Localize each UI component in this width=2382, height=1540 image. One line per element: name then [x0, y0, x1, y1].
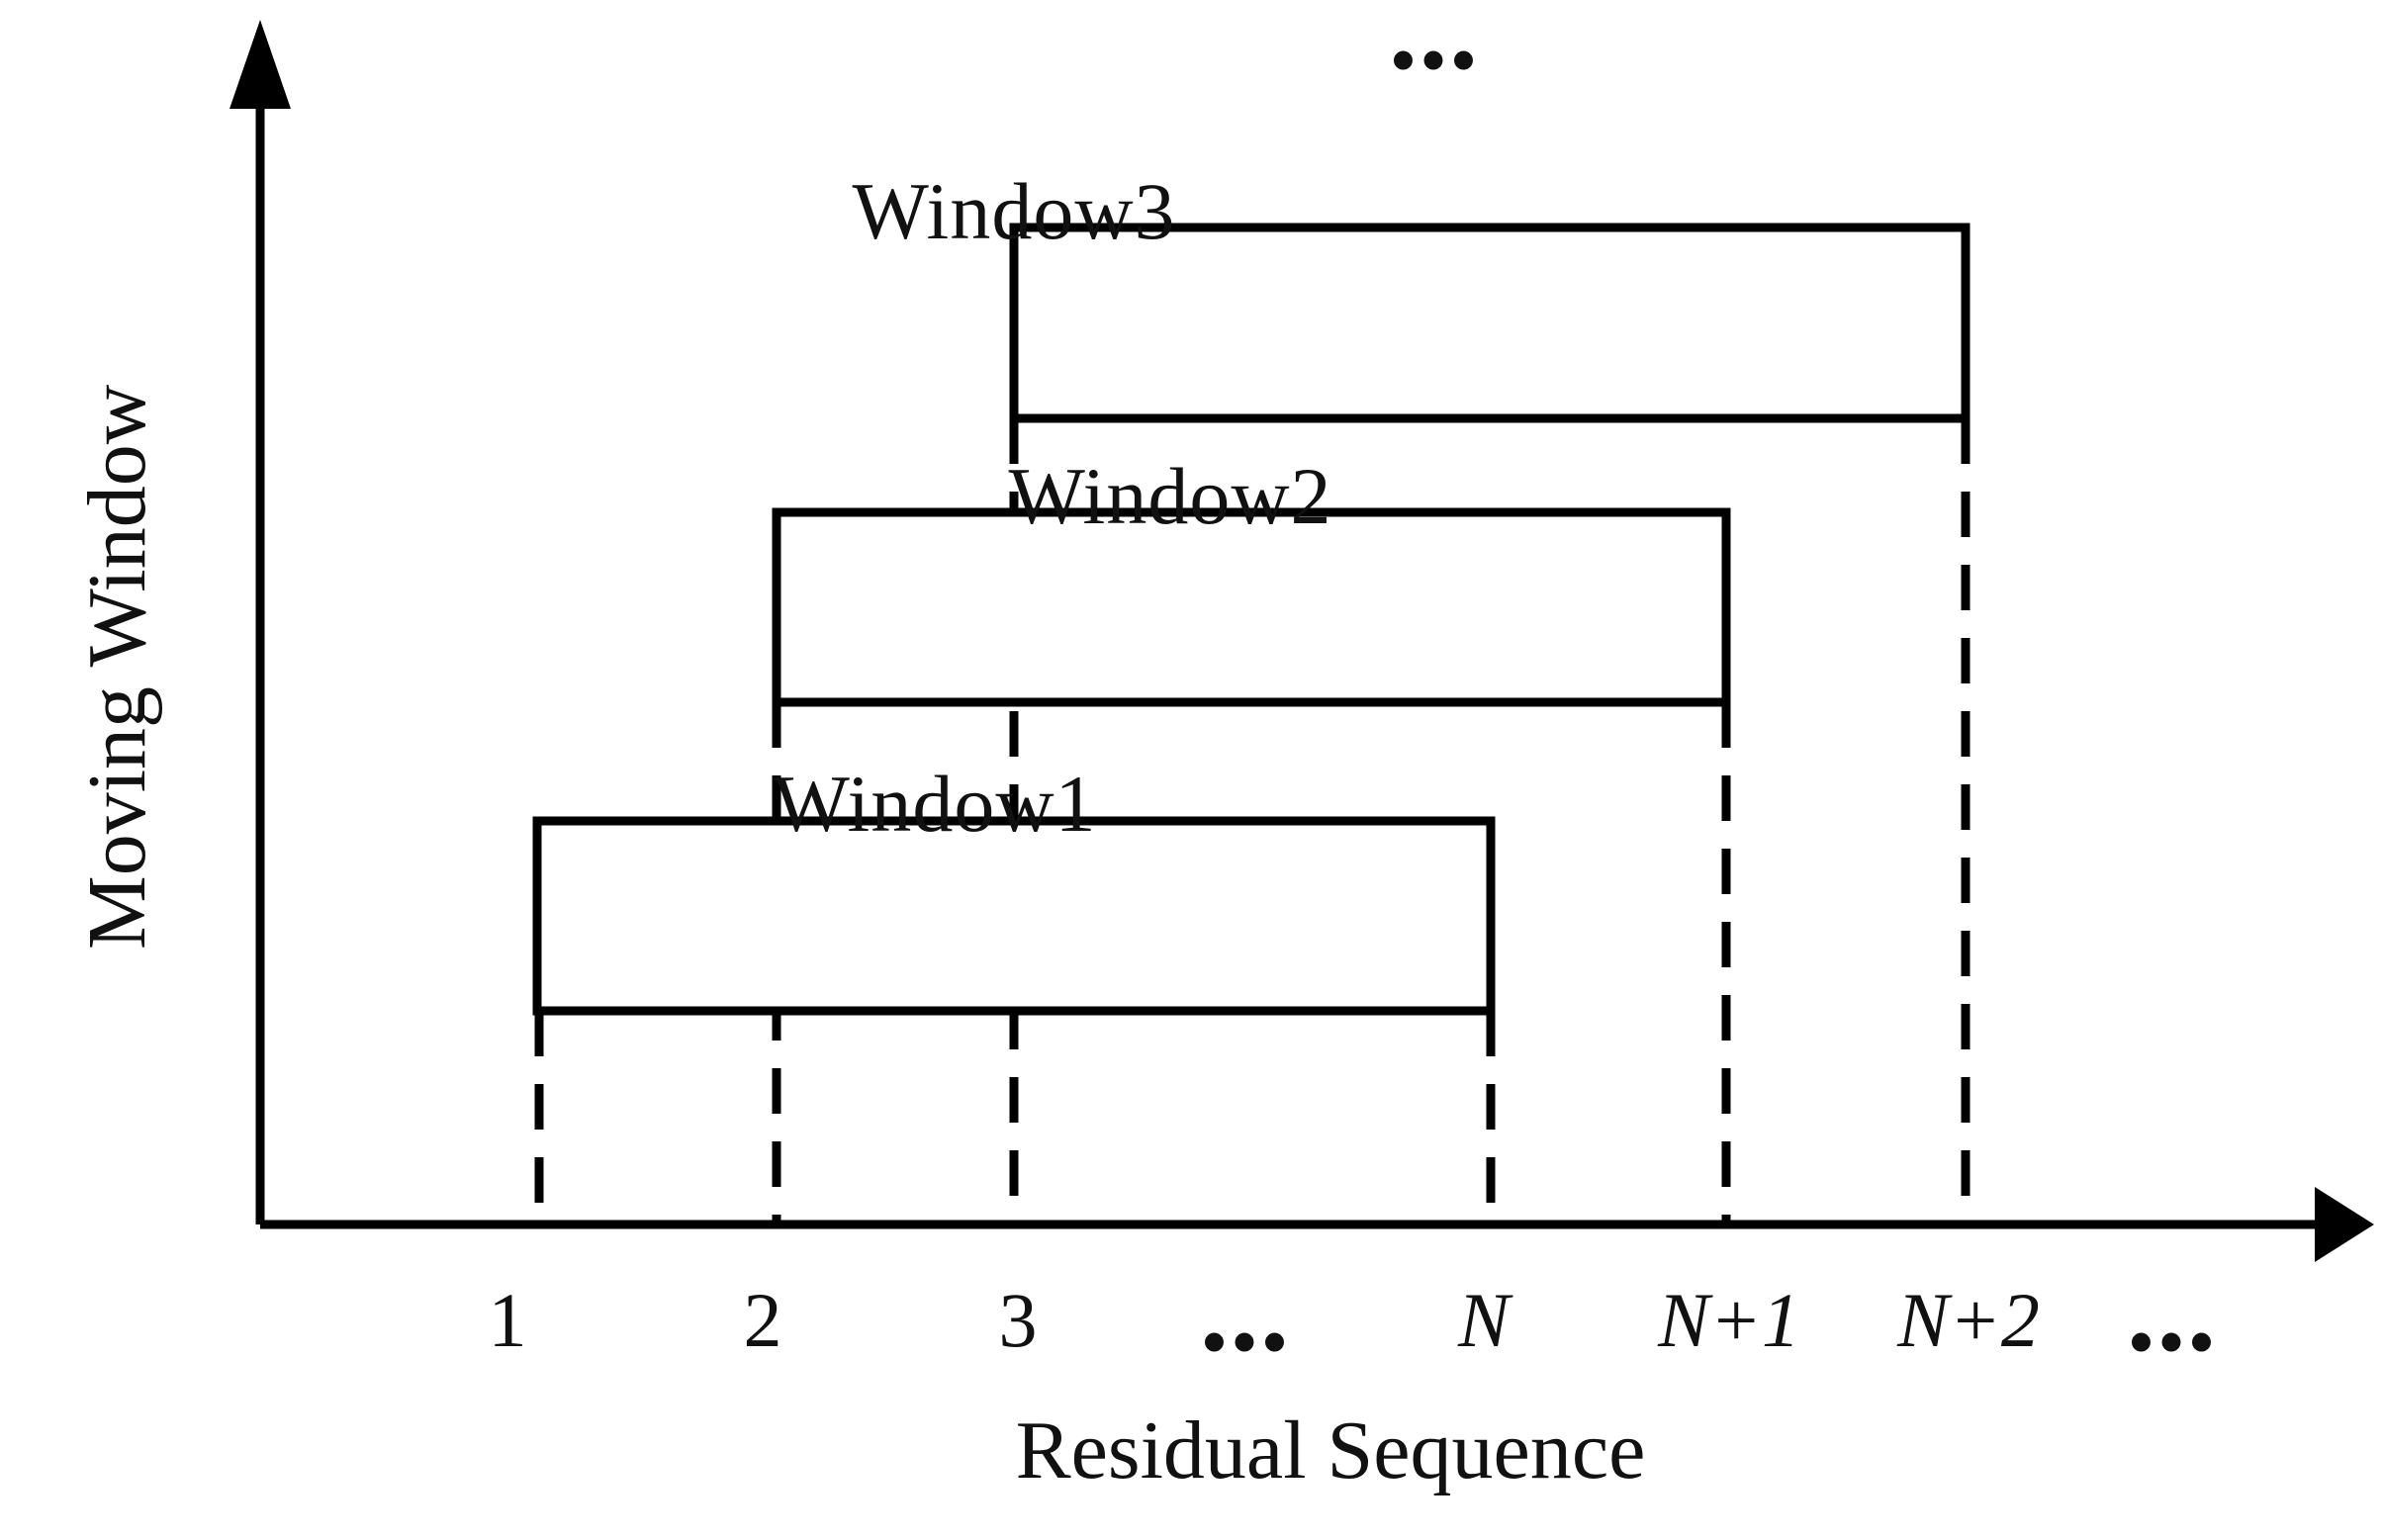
tick-label-3: 3 — [998, 1277, 1038, 1363]
y-axis — [229, 20, 291, 1224]
window-box-2[interactable] — [772, 507, 1731, 707]
window-label-1: Window1 — [773, 759, 1097, 849]
tick-label-n-plus-1: N+1 — [1658, 1277, 1800, 1363]
y-axis-title: Moving Window — [71, 384, 163, 950]
tick-label-2: 2 — [743, 1277, 782, 1363]
x-axis — [260, 1187, 2374, 1262]
window-label-2: Window2 — [1008, 451, 1332, 541]
tick-label-1: 1 — [488, 1277, 527, 1363]
window-box-1[interactable] — [532, 816, 1496, 1016]
tick-label-n-plus-2: N+2 — [1897, 1277, 2040, 1363]
tick-label-ellipsis-mid: ••• — [1202, 1305, 1293, 1381]
top-ellipsis: ••• — [1391, 23, 1482, 99]
tick-label-ellipsis-right: ••• — [2129, 1305, 2220, 1381]
x-axis-title: Residual Sequence — [1015, 1404, 1646, 1496]
tick-label-n: N — [1457, 1277, 1511, 1363]
window-label-3: Window3 — [852, 166, 1176, 256]
window-box-3[interactable] — [1009, 223, 1970, 423]
